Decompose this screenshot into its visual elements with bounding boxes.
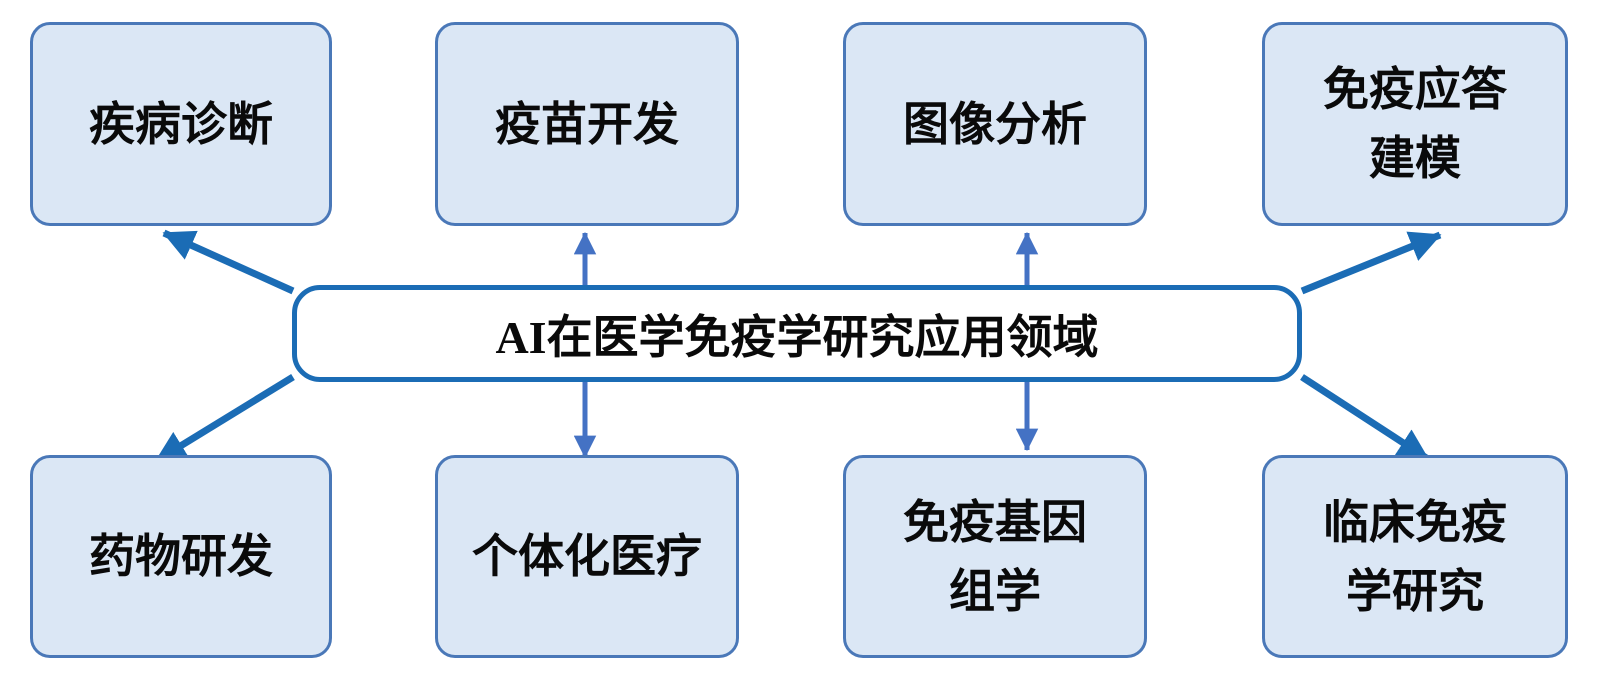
node-label-image-analysis: 图像分析 xyxy=(903,98,1087,150)
node-label-drug-development: 药物研发 xyxy=(89,531,273,582)
node-immunogenomics: 免疫基因 组学 xyxy=(843,455,1147,658)
node-disease-diagnosis: 疾病诊断 xyxy=(30,22,332,226)
arrow-center-to-immune-response-modeling xyxy=(1300,231,1442,295)
center-title-label: AI在医学免疫学研究应用领域 xyxy=(495,311,1099,363)
node-clinical-immunology-research: 临床免疫 学研究 xyxy=(1262,455,1568,658)
node-drug-development: 药物研发 xyxy=(30,455,332,658)
node-center-title: AI在医学免疫学研究应用领域 xyxy=(292,285,1302,382)
node-label-vaccine-development: 疫苗开发 xyxy=(495,98,679,150)
arrow-center-to-drug-development xyxy=(154,374,295,464)
node-label-immune-response-modeling: 免疫应答 建模 xyxy=(1323,64,1507,184)
node-personalized-medicine: 个体化医疗 xyxy=(435,455,739,658)
arrow-center-to-disease-diagnosis xyxy=(162,229,295,295)
node-label-immunogenomics: 免疫基因 组学 xyxy=(903,496,1087,617)
node-label-disease-diagnosis: 疾病诊断 xyxy=(89,98,273,150)
node-image-analysis: 图像分析 xyxy=(843,22,1147,226)
node-immune-response-modeling: 免疫应答 建模 xyxy=(1262,22,1568,226)
node-vaccine-development: 疫苗开发 xyxy=(435,22,739,226)
node-label-personalized-medicine: 个体化医疗 xyxy=(472,531,702,582)
node-label-clinical-immunology-research: 临床免疫 学研究 xyxy=(1323,496,1507,617)
arrow-center-to-clinical-immunology-research xyxy=(1300,374,1430,462)
